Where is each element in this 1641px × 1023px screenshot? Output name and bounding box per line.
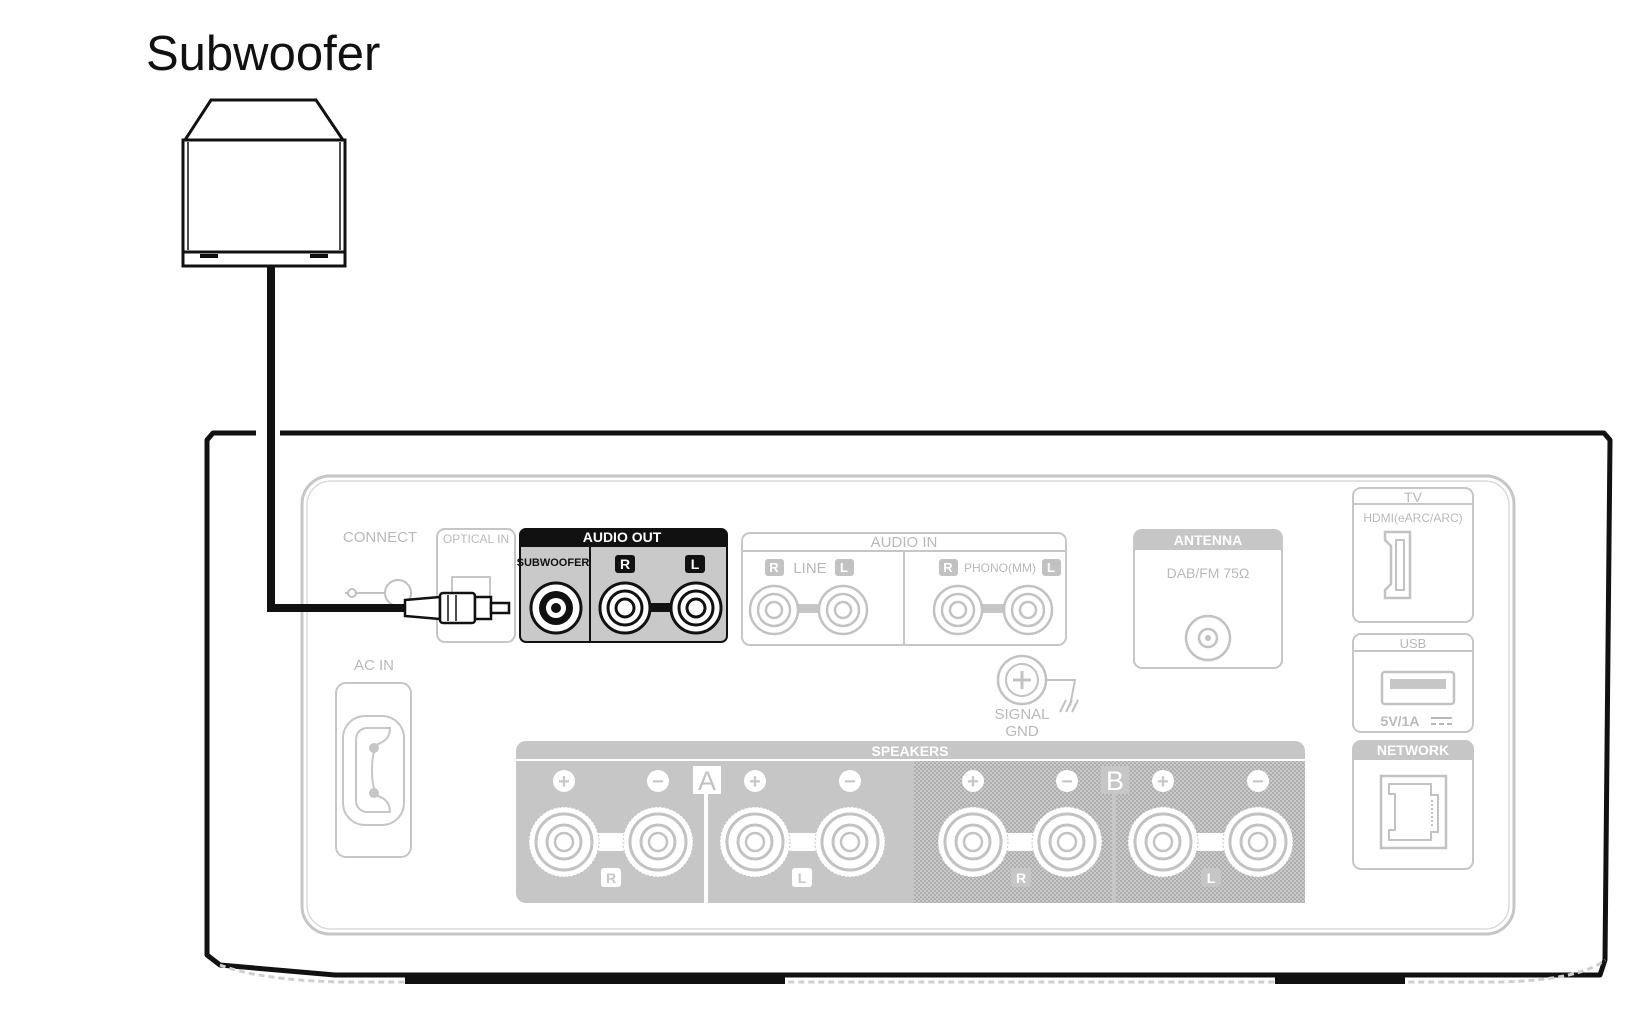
svg-text:R: R [1016, 870, 1026, 886]
signal-gnd-label-2: GND [1005, 723, 1039, 740]
line-l-jack[interactable] [817, 584, 869, 636]
usb-power-label: 5V/1A [1381, 713, 1420, 729]
svg-text:B: B [1106, 766, 1124, 796]
antenna-title: ANTENNA [1174, 532, 1242, 548]
phono-r-badge: R [939, 559, 958, 576]
phono-l-jack[interactable] [1002, 584, 1054, 636]
antenna-label: DAB/FM 75Ω [1167, 565, 1250, 581]
b-r-minus-mark: − [1061, 771, 1073, 793]
network-title: NETWORK [1377, 742, 1449, 758]
speaker-b-l-plus-terminal[interactable] [1127, 806, 1199, 878]
speakers-title: SPEAKERS [871, 743, 948, 759]
usb-title: USB [1400, 636, 1427, 651]
usb-section [1352, 633, 1474, 733]
speaker-b-l-minus-terminal[interactable] [1222, 806, 1294, 878]
network-section [1352, 740, 1474, 870]
a-r-minus-mark: − [652, 771, 664, 793]
svg-text:L: L [1047, 560, 1055, 575]
hdmi-port[interactable] [1383, 530, 1412, 600]
b-l-plus-mark: + [1157, 771, 1169, 793]
line-label: LINE [793, 560, 826, 577]
speaker-b-label: B [1101, 766, 1129, 796]
svg-text:R: R [943, 560, 953, 575]
a-l-minus-mark: − [844, 771, 856, 793]
ac-in-socket[interactable] [335, 682, 412, 858]
svg-text:L: L [691, 556, 700, 572]
tv-title: TV [1404, 489, 1423, 505]
b-l-minus-mark: − [1252, 771, 1264, 793]
svg-text:L: L [840, 560, 848, 575]
subwoofer-jack-label: SUBWOOFER [517, 557, 590, 569]
phono-r-jack[interactable] [932, 584, 1007, 636]
speaker-b-r-plus-terminal[interactable] [937, 806, 1009, 878]
speaker-a-r-badge: R [601, 868, 621, 887]
dc-symbol-icon [1431, 717, 1452, 725]
subwoofer-cable [267, 266, 511, 625]
speaker-a-label: A [693, 766, 721, 796]
connect-label: CONNECT [343, 529, 417, 546]
hdmi-label: HDMI(eARC/ARC) [1363, 511, 1462, 525]
speaker-b-r-badge: R [1011, 868, 1031, 887]
ac-in-label: AC IN [354, 657, 394, 674]
b-r-plus-mark: + [967, 771, 979, 793]
audio-out-r-jack[interactable] [598, 581, 676, 635]
subwoofer-title: Subwoofer [146, 27, 381, 81]
line-l-badge: L [835, 559, 854, 576]
signal-gnd-terminal[interactable] [996, 654, 1079, 713]
phono-l-badge: L [1042, 559, 1061, 576]
optical-in-label: OPTICAL IN [443, 532, 509, 546]
svg-text:R: R [620, 556, 630, 572]
ethernet-port[interactable] [1379, 774, 1448, 850]
subwoofer-out-jack[interactable] [529, 581, 583, 635]
audio-in-title: AUDIO IN [871, 534, 938, 551]
audio-in-section [741, 532, 1067, 646]
tv-section [1352, 487, 1474, 623]
audio-out-l-badge: L [685, 555, 705, 573]
a-r-plus-mark: + [558, 771, 570, 793]
speaker-a-l-minus-terminal[interactable] [814, 806, 886, 878]
speaker-a-l-badge: L [792, 868, 812, 887]
svg-text:R: R [606, 870, 616, 886]
speaker-a-l-plus-terminal[interactable] [719, 806, 791, 878]
line-r-badge: R [765, 559, 784, 576]
audio-out-r-badge: R [615, 555, 635, 573]
speaker-b-l-badge: L [1201, 868, 1221, 887]
polarity-markers [553, 770, 1269, 792]
svg-text:R: R [769, 560, 779, 575]
phono-label: PHONO(MM) [964, 561, 1036, 575]
usb-port[interactable] [1380, 670, 1456, 706]
antenna-jack[interactable] [1184, 614, 1232, 662]
signal-gnd-label-1: SIGNAL [994, 706, 1049, 723]
svg-text:L: L [798, 870, 807, 886]
svg-text:L: L [1207, 870, 1216, 886]
antenna-section [1133, 529, 1283, 669]
audio-out-l-jack[interactable] [669, 581, 723, 635]
svg-text:A: A [698, 766, 716, 796]
speaker-a-r-plus-terminal[interactable] [528, 806, 600, 878]
a-l-plus-mark: + [749, 771, 761, 793]
speaker-b-r-minus-terminal[interactable] [1031, 806, 1103, 878]
audio-out-title: AUDIO OUT [583, 529, 662, 545]
subwoofer-speaker [181, 98, 347, 268]
line-r-jack[interactable] [748, 584, 824, 636]
speaker-a-r-minus-terminal[interactable] [622, 806, 694, 878]
